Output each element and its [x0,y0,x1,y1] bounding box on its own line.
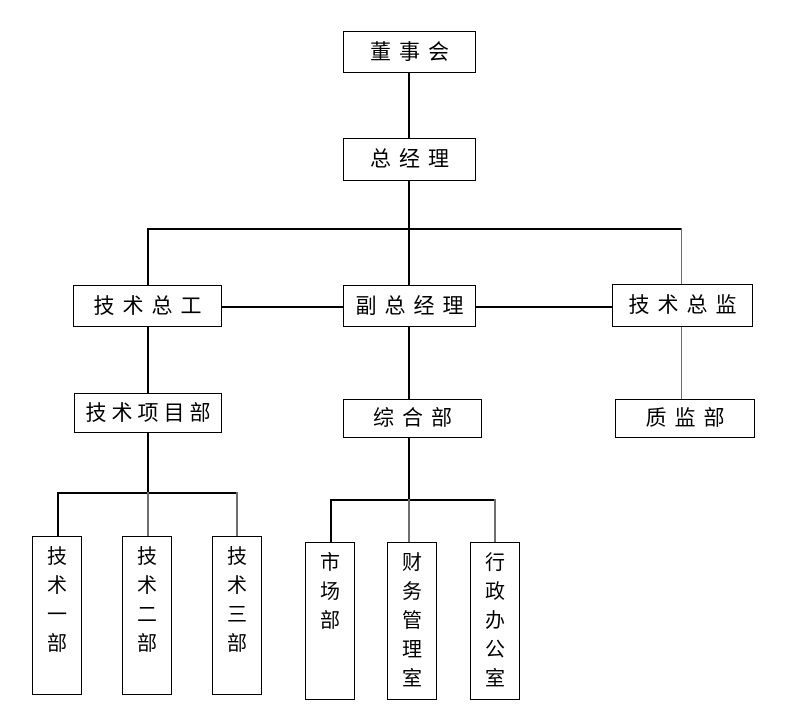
node-general-manager-label: 总经理 [370,147,457,171]
node-technical-director-label: 技术总监 [628,293,745,317]
edge-drop-admin-office [494,499,496,542]
edge-board-gm [408,73,410,138]
edge-drop-market-dept [330,499,332,542]
node-tech-project-dept-label: 技术项目部 [85,400,216,425]
node-tech-dept-3: 技术三部 [212,536,262,695]
node-board-of-directors: 董事会 [343,31,476,73]
node-admin-office-label: 行政办公室 [485,552,505,690]
node-technical-director: 技术总监 [612,284,753,327]
edge-chief-engineer-deputy-gm [222,306,343,308]
node-deputy-general-manager: 副总经理 [343,285,476,327]
node-market-dept-label: 市场部 [320,552,340,632]
node-chief-engineer: 技术总工 [73,285,222,327]
node-finance-management-office: 财务管理室 [387,542,437,700]
edge-chief-engineer-tech-project [147,327,149,393]
node-deputy-general-manager-label: 副总经理 [355,293,472,318]
node-tech-dept-1-label: 技术一部 [47,546,67,655]
edge-gm-down [408,181,410,285]
edge-drop-tech-dept-3 [236,492,238,536]
node-tech-dept-1: 技术一部 [32,536,82,695]
edge-drop-finance-office [408,499,410,542]
node-chief-engineer-label: 技术总工 [93,293,210,318]
node-finance-management-office-label: 财务管理室 [402,552,422,690]
edge-deputy-gm-general-dept [408,327,410,399]
node-tech-dept-3-label: 技术三部 [227,546,247,655]
node-quality-supervision-dept-label: 质监部 [645,406,733,430]
node-admin-office: 行政办公室 [470,542,520,700]
node-general-manager: 总经理 [343,138,476,181]
edge-drop-chief-engineer [147,228,149,285]
node-market-dept: 市场部 [305,542,355,700]
edge-tech-project-down [147,433,149,492]
node-quality-supervision-dept: 质监部 [615,399,755,438]
edge-drop-tech-dept-2 [147,492,149,536]
node-general-dept: 综合部 [343,399,482,438]
node-general-dept-label: 综合部 [373,406,460,430]
node-tech-dept-2: 技术二部 [122,536,172,695]
node-board-of-directors-label: 董事会 [370,39,457,64]
edge-office-group-distribution [330,499,495,501]
edge-drop-tech-dept-1 [57,492,59,536]
node-tech-dept-2-label: 技术二部 [137,546,157,655]
edge-level3-distribution [147,228,681,230]
edge-deputy-gm-technical-director [476,306,612,308]
node-tech-project-dept: 技术项目部 [74,393,222,433]
edge-general-dept-down [408,438,410,499]
